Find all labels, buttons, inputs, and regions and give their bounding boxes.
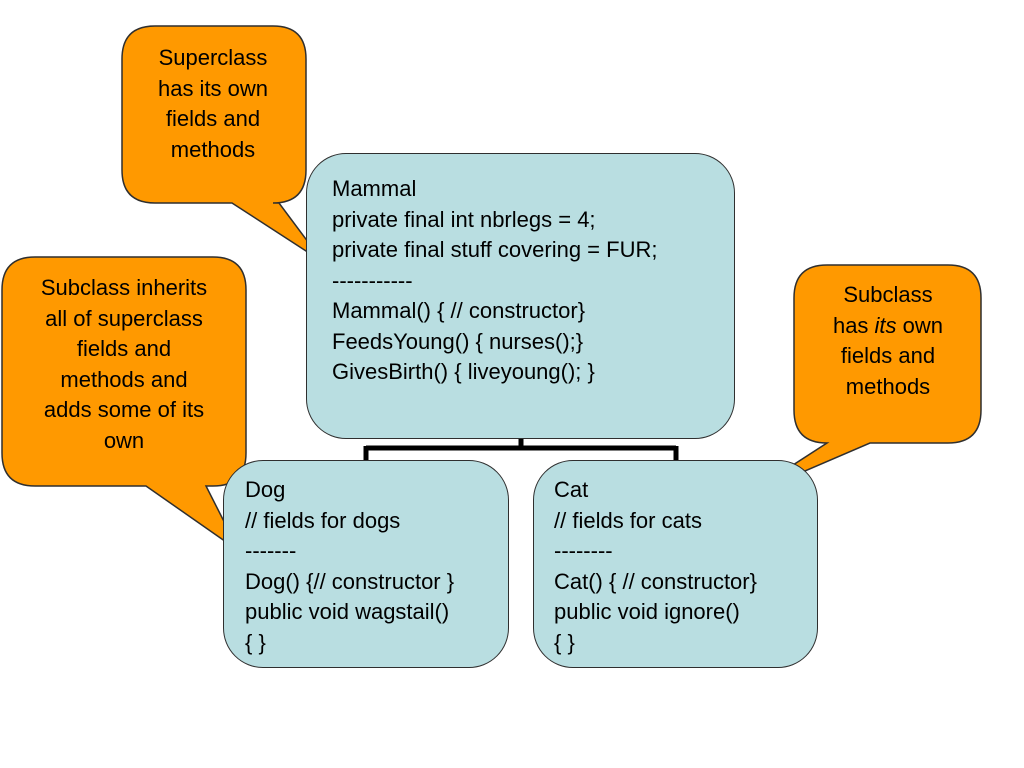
class-divider: ------- [245, 538, 297, 563]
callout-line: fields and [840, 343, 936, 368]
class-method: Mammal() { // constructor} [332, 298, 586, 323]
class-box-dog: Dog // fields for dogs ------- Dog() {//… [223, 460, 509, 668]
class-field: private final stuff covering = FUR; [332, 237, 658, 262]
callout-subclass-own-shape [741, 264, 982, 499]
callout-subclass-own-text: Subclass has its own fields and methods [796, 280, 980, 402]
callout-emphasis: its [874, 312, 897, 338]
callout-line: methods [170, 136, 256, 162]
callout-line: methods [845, 373, 931, 399]
callout-superclass-shape [121, 25, 324, 263]
callout-line: fields and [76, 336, 172, 361]
callout-line: fields and [165, 106, 261, 131]
class-box-mammal: Mammal private final int nbrlegs = 4; pr… [306, 153, 735, 439]
class-field: // fields for cats [554, 507, 702, 533]
class-method: GivesBirth() { liveyoung(); } [332, 359, 595, 384]
class-method: public void wagstail() [245, 599, 450, 624]
callout-subclass-inherits-shape [1, 256, 247, 552]
callout-line: has its own [796, 311, 980, 342]
class-name: Dog [245, 477, 286, 502]
class-name: Mammal [332, 176, 417, 201]
callout-line: own [103, 427, 145, 453]
callout-line: Subclass [843, 282, 933, 307]
callout-line: methods and [60, 366, 188, 392]
callout-subclass-inherits-text: Subclass inherits all of superclass fiel… [4, 273, 244, 456]
class-field: private final int nbrlegs = 4; [332, 206, 596, 232]
class-method: { } [245, 629, 266, 655]
class-divider: ----------- [332, 267, 413, 293]
callout-word: own [896, 312, 944, 338]
callout-word: has [832, 312, 875, 338]
class-method: Dog() {// constructor } [245, 568, 455, 594]
callout-line: has its own [157, 75, 269, 101]
class-method: { } [554, 629, 575, 655]
class-box-cat: Cat // fields for cats -------- Cat() { … [533, 460, 818, 668]
callout-line: adds some of its [43, 397, 205, 422]
class-field: // fields for dogs [245, 507, 401, 533]
class-method: public void ignore() [554, 599, 740, 624]
callout-superclass-text: Superclass has its own fields and method… [123, 43, 303, 165]
callout-line: all of superclass [45, 305, 203, 331]
class-method: FeedsYoung() { nurses();} [332, 328, 584, 354]
class-name: Cat [554, 477, 589, 502]
callout-line: Subclass inherits [40, 275, 208, 300]
class-method: Cat() { // constructor} [554, 568, 757, 594]
hierarchy-connector [363, 439, 679, 461]
callout-line: Superclass [158, 45, 268, 70]
class-divider: -------- [554, 538, 613, 563]
